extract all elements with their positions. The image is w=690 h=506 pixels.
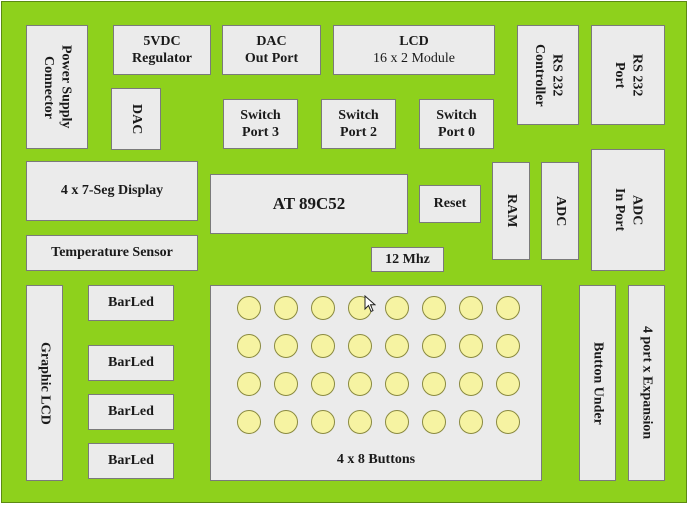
push-button[interactable]	[459, 372, 483, 396]
switch-port-3-label: Switch Port 3	[240, 107, 281, 141]
graphic-lcd-label: Graphic LCD	[37, 341, 53, 425]
switch-port-0-label: Switch Port 0	[436, 107, 477, 141]
barled-label: BarLed	[108, 404, 154, 420]
regulator-block: 5VDC Regulator	[113, 25, 211, 75]
push-button[interactable]	[496, 334, 520, 358]
lcd-subtitle: 16 x 2 Module	[372, 51, 456, 66]
barled-block-2: BarLed	[88, 345, 174, 381]
push-button[interactable]	[274, 372, 298, 396]
push-button[interactable]	[311, 410, 335, 434]
dac-label: DAC	[128, 103, 144, 135]
microcontroller-block: AT 89C52	[210, 174, 408, 234]
adc-label: ADC	[552, 195, 568, 227]
power-supply-label: Power Supply Connector	[41, 45, 74, 129]
crystal-block: 12 Mhz	[371, 247, 444, 272]
adc-in-port-block: ADC In Port	[591, 149, 665, 271]
switch-port-2-label: Switch Port 2	[338, 107, 379, 141]
push-button[interactable]	[385, 410, 409, 434]
reset-block: Reset	[419, 185, 481, 223]
push-button[interactable]	[459, 334, 483, 358]
push-button[interactable]	[311, 334, 335, 358]
reset-label: Reset	[433, 196, 467, 212]
port-expansion-block: 4 port x Expansion	[628, 285, 665, 481]
switch-port-3-block: Switch Port 3	[223, 99, 298, 149]
push-button[interactable]	[422, 334, 446, 358]
button-matrix-block: 4 x 8 Buttons	[210, 285, 542, 481]
push-button[interactable]	[422, 410, 446, 434]
lcd-module-block: LCD 16 x 2 Module	[333, 25, 495, 75]
barled-block-1: BarLed	[88, 285, 174, 321]
push-button[interactable]	[311, 372, 335, 396]
dac-out-port-block: DAC Out Port	[222, 25, 321, 75]
push-button[interactable]	[459, 410, 483, 434]
push-button[interactable]	[274, 296, 298, 320]
button-under-block: Button Under	[579, 285, 616, 481]
port-expansion-label: 4 port x Expansion	[639, 326, 655, 440]
barled-label: BarLed	[108, 295, 154, 311]
graphic-lcd-block: Graphic LCD	[26, 285, 63, 481]
push-button[interactable]	[237, 334, 261, 358]
rs232-controller-label: RS 232 Controller	[532, 43, 565, 107]
barled-label: BarLed	[108, 355, 154, 371]
rs232-controller-block: RS 232 Controller	[517, 25, 579, 125]
push-button[interactable]	[422, 372, 446, 396]
push-button[interactable]	[348, 372, 372, 396]
regulator-label: 5VDC Regulator	[132, 33, 192, 67]
button-matrix-label: 4 x 8 Buttons	[336, 451, 416, 467]
push-button[interactable]	[274, 410, 298, 434]
dac-block: DAC	[111, 88, 161, 150]
button-under-label: Button Under	[590, 341, 606, 425]
microcontroller-label: AT 89C52	[272, 194, 346, 214]
lcd-title: LCD	[399, 33, 429, 49]
rs232-port-block: RS 232 Port	[591, 25, 665, 125]
barled-label: BarLed	[108, 453, 154, 469]
push-button[interactable]	[496, 372, 520, 396]
switch-port-0-block: Switch Port 0	[419, 99, 494, 149]
push-button[interactable]	[274, 334, 298, 358]
push-button[interactable]	[385, 334, 409, 358]
ram-label: RAM	[503, 194, 519, 228]
push-button[interactable]	[496, 296, 520, 320]
mouse-pointer-icon	[364, 295, 376, 313]
dac-out-port-label: DAC Out Port	[244, 33, 299, 67]
barled-block-3: BarLed	[88, 394, 174, 430]
temperature-sensor-label: Temperature Sensor	[51, 245, 173, 261]
barled-block-4: BarLed	[88, 443, 174, 479]
push-button[interactable]	[348, 410, 372, 434]
push-button[interactable]	[496, 410, 520, 434]
push-button[interactable]	[237, 410, 261, 434]
push-button[interactable]	[348, 334, 372, 358]
seven-seg-display-label: 4 x 7-Seg Display	[60, 183, 164, 199]
push-button[interactable]	[385, 296, 409, 320]
temperature-sensor-block: Temperature Sensor	[26, 235, 198, 271]
switch-port-2-block: Switch Port 2	[321, 99, 396, 149]
push-button[interactable]	[311, 296, 335, 320]
ram-block: RAM	[492, 162, 530, 260]
power-supply-connector: Power Supply Connector	[26, 25, 88, 149]
adc-in-port-label: ADC In Port	[612, 188, 645, 232]
seven-seg-display-block: 4 x 7-Seg Display	[26, 161, 198, 221]
push-button[interactable]	[237, 372, 261, 396]
rs232-port-label: RS 232 Port	[612, 53, 645, 97]
push-button[interactable]	[385, 372, 409, 396]
adc-block: ADC	[541, 162, 579, 260]
push-button[interactable]	[422, 296, 446, 320]
push-button[interactable]	[459, 296, 483, 320]
push-button[interactable]	[237, 296, 261, 320]
crystal-label: 12 Mhz	[385, 251, 430, 267]
